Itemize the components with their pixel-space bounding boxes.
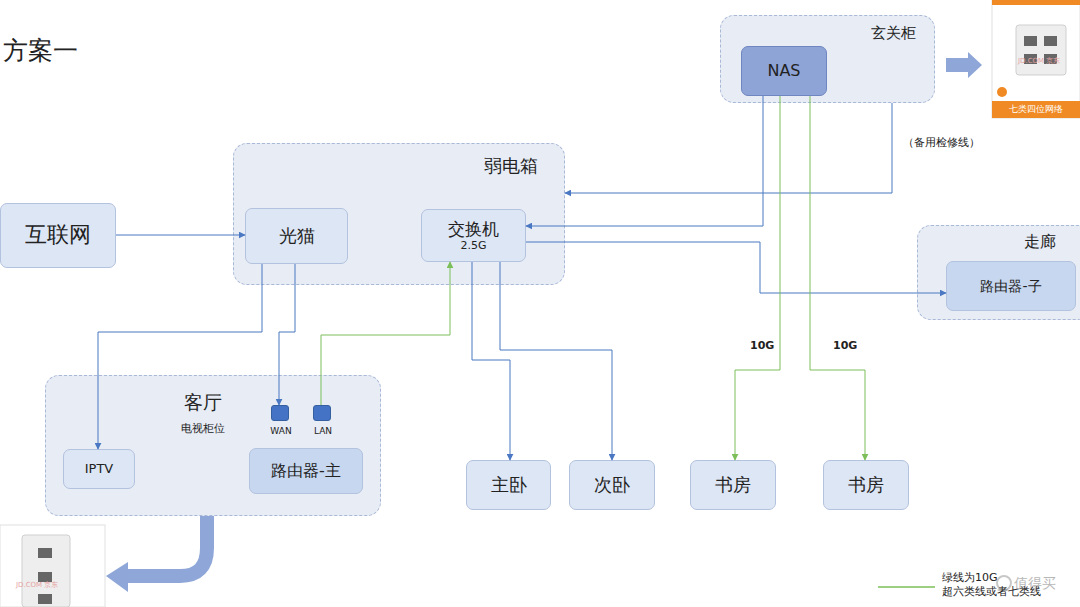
- port-symbol: [1024, 36, 1037, 46]
- node-label: 书房: [848, 474, 884, 496]
- product-image: [992, 0, 1080, 118]
- watermark: JD.COM 京东: [16, 580, 58, 590]
- watermark: JD.COM 京东: [1018, 56, 1060, 66]
- port-symbol: [38, 548, 52, 558]
- node-label: WAN: [262, 426, 300, 436]
- group-box: 玄关柜 NAS: [720, 15, 935, 103]
- edge-label: （备用检修线）: [903, 135, 980, 150]
- node-label: 路由器-子: [980, 278, 1041, 295]
- connector: [279, 264, 295, 405]
- port-symbol: [38, 594, 52, 604]
- device-box: IPTV: [63, 449, 135, 489]
- badge-symbol: [997, 87, 1007, 97]
- port-symbol: [38, 572, 52, 582]
- device-box: 次卧: [569, 460, 655, 510]
- port-box: WAN: [271, 405, 289, 421]
- connector: [810, 96, 865, 460]
- node-label: 互联网: [25, 222, 91, 248]
- group-box: 弱电箱光猫 交换机2.5G: [233, 143, 565, 285]
- node-label: 走廊: [1024, 233, 1056, 251]
- node-label: 次卧: [594, 474, 630, 496]
- connector: [321, 262, 450, 405]
- node-label: 书房: [715, 474, 751, 496]
- node-label: LAN: [304, 426, 342, 436]
- device-box: 书房: [823, 460, 909, 510]
- faceplate: [1016, 25, 1066, 75]
- node-sublabel: 电视柜位: [181, 423, 225, 435]
- node-label: IPTV: [85, 461, 114, 477]
- device-box: 书房: [690, 460, 776, 510]
- device-box: 主卧: [466, 460, 551, 510]
- image-band: [992, 101, 1080, 118]
- node-label: 主卧: [491, 474, 527, 496]
- edge-label: 10G: [750, 339, 774, 352]
- node-label: 光猫: [279, 225, 315, 247]
- faceplate: [22, 535, 70, 607]
- connector: [735, 96, 780, 460]
- node-label: 路由器-主: [271, 461, 341, 480]
- block-arrow: [128, 516, 207, 576]
- connector: [116, 235, 245, 236]
- group-box: 走廊路由器-子: [917, 225, 1080, 320]
- connector: [526, 242, 946, 293]
- port-box: LAN: [313, 405, 331, 421]
- edge-label: 10G: [833, 339, 857, 352]
- diagram-title: 方案一: [3, 34, 78, 67]
- connector: [526, 96, 763, 226]
- node-sublabel: 2.5G: [460, 239, 486, 252]
- node-label: 交换机: [448, 219, 499, 239]
- device-box: 光猫: [245, 208, 348, 264]
- device-box: 路由器-子: [946, 261, 1076, 311]
- connector: [500, 262, 612, 460]
- group-box: 客厅电视柜位 WAN LAN IPTV 路由器-主: [45, 375, 381, 516]
- node-label: 玄关柜: [871, 25, 916, 42]
- block-arrow: [946, 52, 982, 78]
- legend-text: 绿线为10G 超六类线或者七类线: [942, 571, 1050, 600]
- device-box: NAS: [741, 46, 827, 96]
- image-caption: 七类四位网络: [992, 103, 1080, 116]
- connector: [565, 103, 892, 193]
- block-arrow-head: [106, 562, 128, 592]
- legend-line: [878, 586, 935, 588]
- image-strip: [992, 0, 1080, 5]
- port-symbol: [1044, 36, 1057, 46]
- device-box: 交换机2.5G: [421, 209, 526, 262]
- node-label: 客厅: [184, 392, 222, 413]
- product-image: [0, 525, 105, 607]
- connector: [98, 264, 262, 449]
- device-box: 互联网: [0, 203, 116, 268]
- node-label: NAS: [767, 61, 800, 80]
- device-box: 路由器-主: [249, 448, 363, 494]
- node-label: 弱电箱: [484, 156, 538, 176]
- connector: [472, 262, 510, 460]
